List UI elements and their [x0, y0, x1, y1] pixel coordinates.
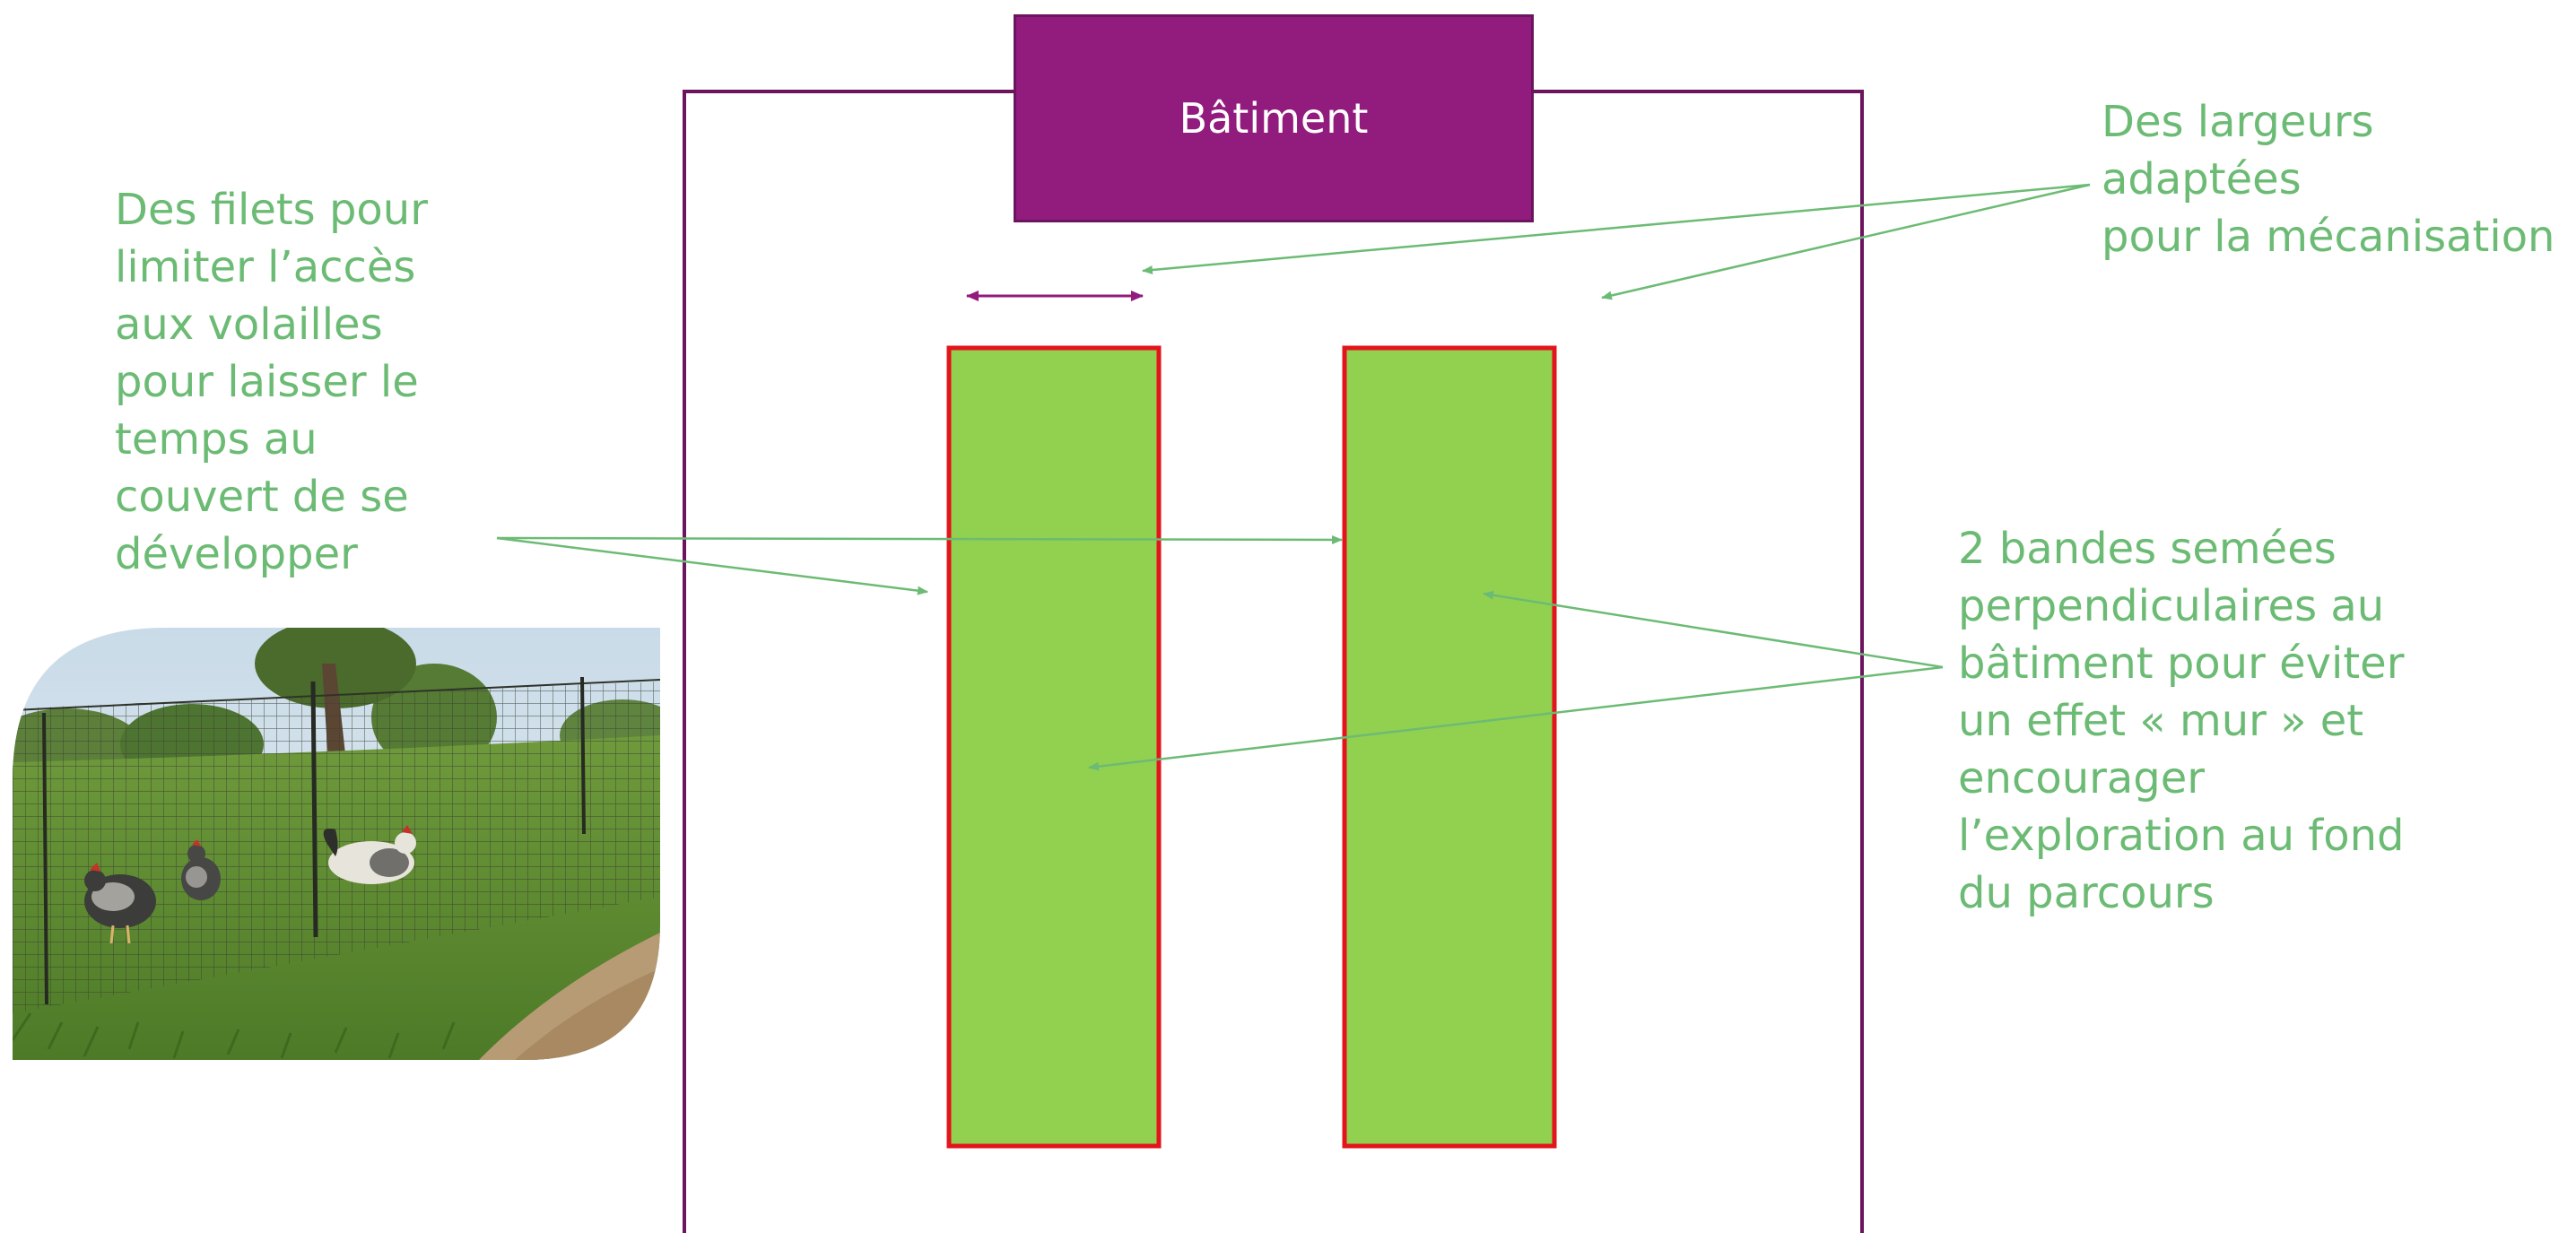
- filets-arrow-1: [496, 534, 1343, 544]
- sown-strip-2: [1342, 345, 1557, 1149]
- enclosure-outline: [683, 90, 1014, 1233]
- chickens-fence-photo: [13, 628, 660, 1060]
- enclosure-outline-right: [1534, 90, 1864, 1233]
- chicken-3: [323, 825, 416, 884]
- sown-strip-1: [946, 345, 1162, 1149]
- nets-annotation: Des filets pour limiter l’accès aux vola…: [115, 185, 428, 579]
- chicken-1: [84, 863, 156, 944]
- bandes-arrow-2: [1088, 665, 1944, 771]
- building-label: Bâtiment: [1179, 94, 1369, 143]
- strips-annotation: 2 bandes semées perpendiculaires au bâti…: [1958, 524, 2405, 918]
- chicken-2: [181, 839, 221, 900]
- largeurs-arrow-2: [1601, 183, 2091, 300]
- building-box: Bâtiment: [1014, 14, 1534, 222]
- bandes-arrow-1: [1483, 590, 1944, 669]
- widths-annotation: Des largeurs adaptées pour la mécanisati…: [2102, 97, 2555, 262]
- largeurs-arrow-1: [1142, 183, 2091, 274]
- filets-arrow-2: [496, 536, 928, 595]
